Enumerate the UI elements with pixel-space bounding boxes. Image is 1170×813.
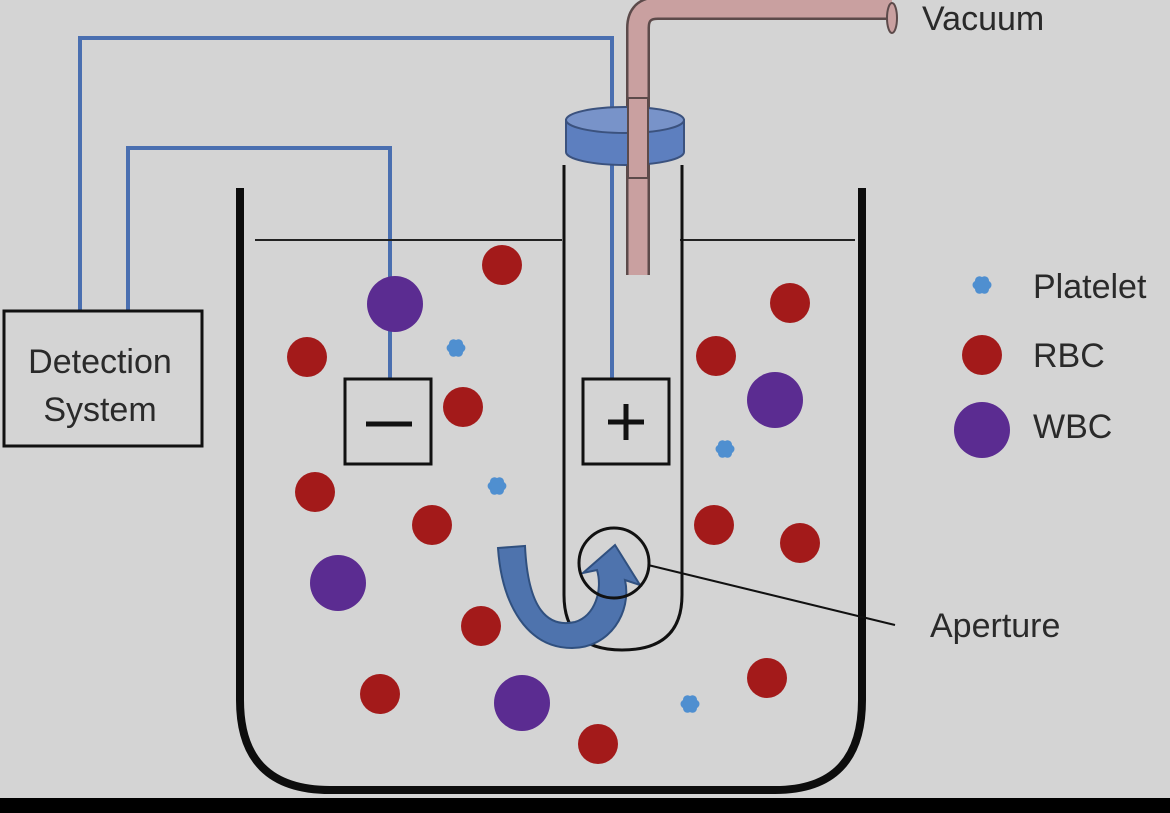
rbc-icon <box>962 335 1002 375</box>
rbc-cell <box>770 283 810 323</box>
rbc-cell <box>287 337 327 377</box>
wbc-cell <box>747 372 803 428</box>
legend: Platelet RBC WBC <box>954 268 1147 458</box>
vacuum-line-through-cap <box>627 97 649 179</box>
platelet-cell <box>487 477 507 495</box>
legend-label-rbc: RBC <box>1033 337 1105 375</box>
aperture-pointer <box>647 564 896 626</box>
rbc-cell <box>412 505 452 545</box>
vacuum-label: Vacuum <box>922 0 1044 38</box>
rbc-cell <box>780 523 820 563</box>
cells <box>287 245 820 764</box>
aperture-label: Aperture <box>930 607 1060 645</box>
aperture-tube <box>562 165 684 652</box>
wbc-cell <box>494 675 550 731</box>
rbc-cell <box>360 674 400 714</box>
legend-label-platelet: Platelet <box>1033 268 1147 306</box>
rbc-cell <box>696 336 736 376</box>
vacuum-line-fill <box>628 0 892 275</box>
rbc-cell <box>694 505 734 545</box>
detection-system-label-line2: System <box>43 391 156 429</box>
rbc-cell <box>578 724 618 764</box>
rbc-cell <box>461 606 501 646</box>
legend-item-rbc: RBC <box>962 335 1105 375</box>
platelet-icon-shape <box>972 276 992 294</box>
wbc-cell <box>310 555 366 611</box>
detection-system-label-line1: Detection <box>28 343 172 381</box>
wbc-cell <box>367 276 423 332</box>
platelet-icon <box>972 276 992 294</box>
flow-arrow <box>496 543 643 650</box>
detection-system-box <box>2 309 204 448</box>
platelet-cell <box>446 339 466 357</box>
bottom-band <box>0 798 1170 813</box>
rbc-cell <box>443 387 483 427</box>
tube-cap-top <box>565 106 685 134</box>
platelet-cell <box>715 440 735 458</box>
wire-to-plus-electrode <box>78 36 614 380</box>
vacuum-line-end <box>886 2 898 34</box>
rbc-cell <box>295 472 335 512</box>
aperture-circle <box>577 526 651 600</box>
platelet-cell <box>680 695 700 713</box>
beaker <box>236 188 866 794</box>
legend-item-wbc: WBC <box>954 402 1112 458</box>
rbc-cell <box>747 658 787 698</box>
rbc-cell <box>482 245 522 285</box>
legend-item-platelet: Platelet <box>972 268 1147 306</box>
wbc-icon <box>954 402 1010 458</box>
wire-to-minus-electrode <box>126 146 392 380</box>
legend-label-wbc: WBC <box>1033 408 1112 446</box>
